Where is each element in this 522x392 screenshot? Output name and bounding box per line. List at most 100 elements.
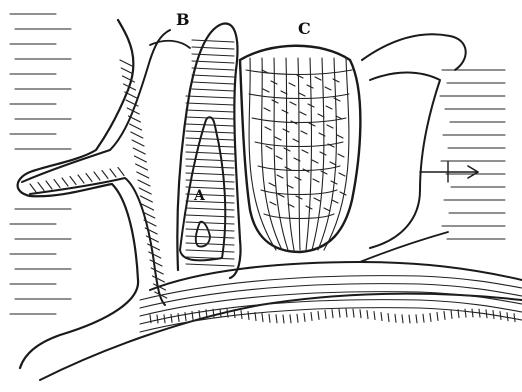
stalk-hatch xyxy=(133,148,145,154)
column-bar xyxy=(192,89,234,91)
base-tick xyxy=(171,314,172,322)
shade-stroke xyxy=(327,125,333,128)
label-b: B xyxy=(176,10,190,29)
column-bar xyxy=(186,215,234,217)
stalk-striations xyxy=(30,60,167,298)
stalk-hatch xyxy=(150,260,162,266)
branch-hatch xyxy=(54,180,60,188)
stalk-hatch xyxy=(140,196,152,202)
base-tick xyxy=(416,315,417,323)
base-tick xyxy=(276,315,277,323)
shade-stroke xyxy=(339,173,345,176)
shade-stroke xyxy=(263,89,269,92)
branch-hatch xyxy=(86,174,92,182)
base-tick xyxy=(339,309,340,317)
shade-stroke xyxy=(300,112,306,115)
shade-stroke xyxy=(285,167,291,170)
shade-stroke xyxy=(264,108,270,111)
base-tick xyxy=(465,309,466,317)
cell-column-line xyxy=(274,58,288,250)
shade-stroke xyxy=(324,208,330,211)
base-tick xyxy=(185,313,186,321)
shade-stroke xyxy=(302,150,308,153)
stalk-hatch xyxy=(130,124,142,130)
shade-stroke xyxy=(325,87,331,90)
basal-striations xyxy=(140,276,522,332)
base-tick xyxy=(220,309,221,317)
column-bar xyxy=(192,47,234,49)
base-tick xyxy=(430,313,431,321)
column-bar xyxy=(186,257,234,259)
cup-c-cell-grid xyxy=(246,58,352,250)
base-tick xyxy=(164,315,165,323)
base-tick xyxy=(479,309,480,317)
cell-column-line xyxy=(318,58,336,250)
shade-stroke xyxy=(332,200,338,203)
stalk-hatch xyxy=(134,156,146,162)
stalk-hatch xyxy=(151,268,163,274)
column-bar xyxy=(186,145,234,147)
column-bar xyxy=(186,159,234,161)
column-bar xyxy=(186,222,234,224)
shade-stroke xyxy=(326,106,332,109)
base-tick xyxy=(269,314,270,322)
column-bar xyxy=(192,68,234,70)
shade-stroke xyxy=(293,139,299,142)
base-tick xyxy=(248,312,249,320)
base-tick xyxy=(325,310,326,318)
base-tick xyxy=(346,309,347,317)
base-tick xyxy=(451,310,452,318)
stalk-hatch xyxy=(152,276,164,282)
cell-column-line xyxy=(298,58,300,250)
shade-stroke xyxy=(313,179,319,182)
base-tick xyxy=(409,315,410,323)
base-tick xyxy=(311,312,312,320)
shade-stroke xyxy=(330,162,336,165)
right-wall-inner xyxy=(370,73,440,249)
shade-stroke xyxy=(282,110,288,113)
column-bar xyxy=(186,110,234,112)
label-c: C xyxy=(298,19,311,38)
branch-hatch xyxy=(110,169,116,177)
base-tick xyxy=(353,309,354,317)
branch-hatch xyxy=(78,175,84,183)
base-tick xyxy=(262,314,263,322)
base-tick xyxy=(437,312,438,320)
column-bar xyxy=(186,152,234,154)
shade-stroke xyxy=(266,146,272,149)
shade-stroke xyxy=(270,202,276,205)
branch-hatch xyxy=(30,184,36,192)
right-wall-outline xyxy=(362,34,466,70)
column-bar xyxy=(186,180,234,182)
shade-stroke xyxy=(315,77,321,80)
base-tick xyxy=(360,310,361,318)
column-bar xyxy=(186,124,234,126)
column-bar xyxy=(186,131,234,133)
column-bar xyxy=(186,264,234,266)
shade-stroke xyxy=(336,116,342,119)
base-tick xyxy=(423,314,424,322)
stalk-hatch xyxy=(137,172,149,178)
shade-stroke xyxy=(295,177,301,180)
shade-stroke xyxy=(314,198,320,201)
cell-column-line xyxy=(286,58,294,250)
left-branch-lower-edge xyxy=(30,178,165,305)
label-a: A xyxy=(193,188,206,204)
base-tick xyxy=(332,310,333,318)
stalk-hatch xyxy=(145,228,157,234)
shade-stroke xyxy=(297,75,303,78)
stalk-hatch xyxy=(146,236,158,242)
shade-stroke xyxy=(321,171,327,174)
base-tick xyxy=(297,314,298,322)
shade-stroke xyxy=(334,98,340,101)
shade-stroke xyxy=(278,194,284,197)
right-arrow-icon xyxy=(420,162,478,182)
base-tick xyxy=(486,310,487,318)
column-bar xyxy=(186,103,234,105)
branch-hatch xyxy=(94,172,100,180)
shade-stroke xyxy=(290,102,296,105)
shade-stroke xyxy=(299,93,305,96)
base-tick xyxy=(157,315,158,323)
base-tick xyxy=(472,309,473,317)
column-bar xyxy=(186,229,234,231)
